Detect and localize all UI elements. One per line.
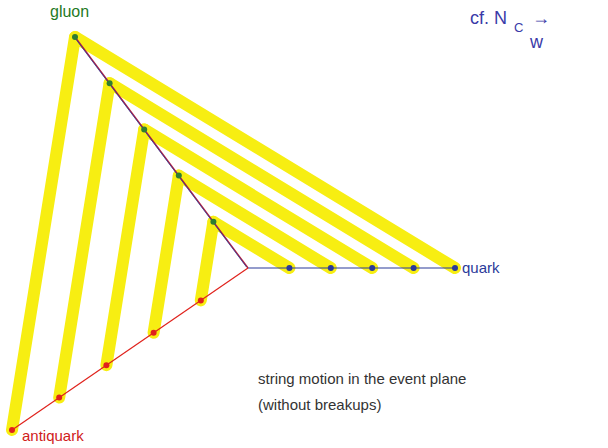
string-band [59, 83, 109, 397]
parton-dot [151, 330, 157, 336]
note-text: cf. N [470, 8, 507, 30]
note-arrow: → [532, 8, 550, 30]
string-band [110, 83, 414, 268]
parton-dot [72, 34, 78, 40]
parton-dot [141, 126, 147, 132]
parton-path [75, 37, 248, 268]
antiquark-label: antiquark [22, 427, 84, 445]
parton-dot [411, 265, 417, 271]
quark-label: quark [462, 259, 500, 277]
string-band [154, 176, 179, 333]
parton-dot [328, 265, 334, 271]
parton-dot [286, 265, 292, 271]
gluon-label: gluon [50, 2, 89, 21]
note-text: w [530, 32, 543, 54]
string-band [201, 222, 214, 301]
parton-dot [107, 80, 113, 86]
parton-dot [452, 265, 458, 271]
parton-dot [210, 219, 216, 225]
parton-dot [369, 265, 375, 271]
parton-path [248, 267, 455, 268]
parton-dot [9, 427, 15, 433]
parton-dot [56, 395, 62, 401]
parton-dot [103, 362, 109, 368]
parton-dot [176, 173, 182, 179]
string-band [179, 176, 331, 268]
parton-path [12, 268, 248, 430]
caption-note: string motion in the event plane (withou… [258, 366, 498, 418]
string-band [106, 129, 144, 365]
note-subscript: C [514, 20, 523, 36]
string-band [213, 222, 289, 268]
parton-dot [198, 297, 204, 303]
gluon-path-blue [74, 36, 247, 267]
